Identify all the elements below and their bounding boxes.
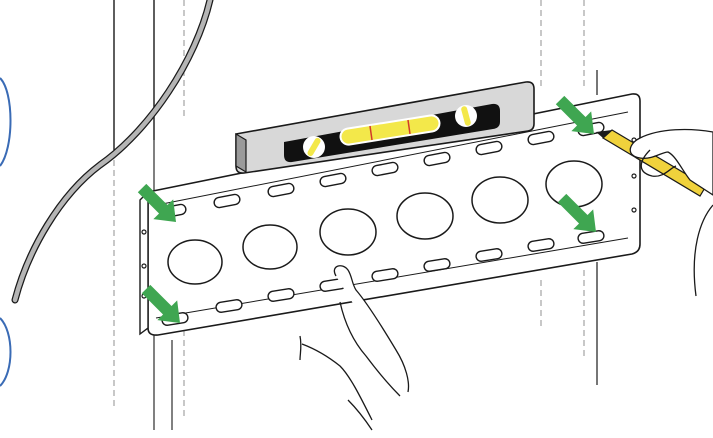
arrow-icon xyxy=(555,95,594,134)
hand-icon xyxy=(299,265,410,431)
side-page-markers xyxy=(0,77,12,387)
spirit-level-icon xyxy=(235,81,535,174)
side-marker-bottom xyxy=(0,317,12,387)
hole-marker-arrows xyxy=(137,95,596,323)
arrow-icon xyxy=(141,284,180,323)
arrow-icon xyxy=(557,193,596,232)
hand-icon xyxy=(629,128,713,297)
arrow-icon xyxy=(137,183,176,222)
power-cable xyxy=(11,0,214,304)
hand-with-pencil xyxy=(596,128,713,297)
side-marker-top xyxy=(0,77,12,167)
level-main-vial xyxy=(339,114,441,146)
plate-large-holes xyxy=(167,160,603,285)
